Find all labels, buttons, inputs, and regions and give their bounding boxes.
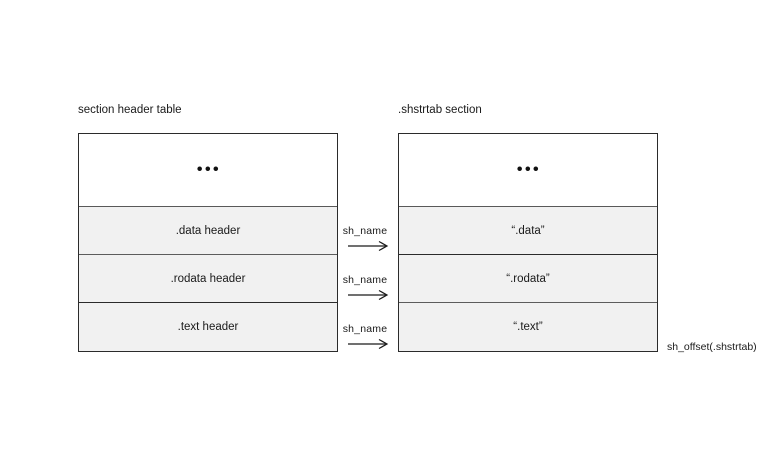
shstrtab-section-table: ••• “.data” “.rodata” “.text” <box>398 133 658 352</box>
table-row-data-string: “.data” <box>399 207 657 255</box>
row-label: “.rodata” <box>506 272 550 285</box>
connector-label: sh_name <box>342 225 388 237</box>
connector-sh-name-data: sh_name <box>336 225 394 259</box>
row-label: “.text” <box>513 321 543 333</box>
row-label: .text header <box>177 321 239 333</box>
section-header-table: ••• .data header .rodata header .text he… <box>78 133 338 352</box>
shstrtab-section-title: .shstrtab section <box>398 104 482 116</box>
sh-offset-annotation: sh_offset(.shstrtab) <box>667 341 757 353</box>
row-label: “.data” <box>511 224 545 237</box>
table-row-text-string: “.text” <box>399 303 657 351</box>
section-header-table-title: section header table <box>78 104 182 116</box>
arrow-right-icon <box>348 289 389 301</box>
table-row-ellipsis-right: ••• <box>399 134 657 207</box>
arrow-right-icon <box>348 240 389 252</box>
table-row-rodata-header: .rodata header <box>79 255 337 303</box>
ellipsis-icon: ••• <box>196 161 222 178</box>
connector-sh-name-rodata: sh_name <box>336 274 394 308</box>
ellipsis-icon: ••• <box>516 161 542 178</box>
row-label: .rodata header <box>170 272 246 285</box>
connector-sh-name-text: sh_name <box>336 323 394 357</box>
table-row-ellipsis-left: ••• <box>79 134 337 207</box>
connector-label: sh_name <box>342 274 388 286</box>
row-label: .data header <box>175 224 241 237</box>
table-row-rodata-string: “.rodata” <box>399 255 657 303</box>
table-row-data-header: .data header <box>79 207 337 255</box>
connector-label: sh_name <box>342 323 388 335</box>
arrow-right-icon <box>348 338 389 350</box>
table-row-text-header: .text header <box>79 303 337 351</box>
